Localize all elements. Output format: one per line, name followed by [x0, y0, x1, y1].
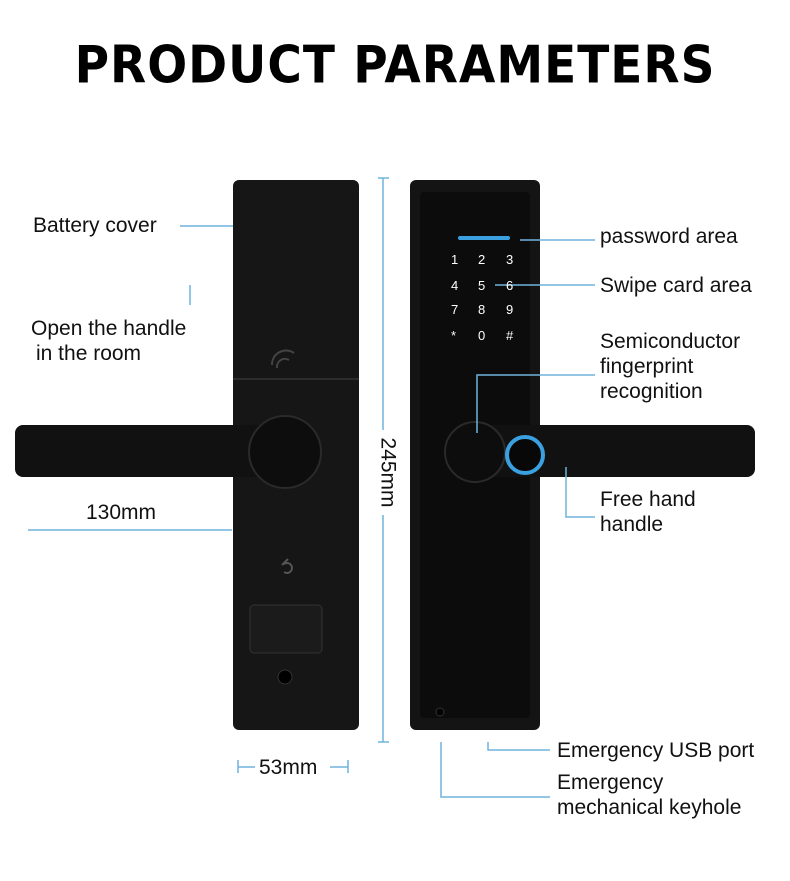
- label-free-hand-1: Free hand: [600, 488, 696, 511]
- back-rose: [248, 415, 322, 489]
- label-usb: Emergency USB port: [557, 739, 755, 762]
- label-battery-cover: Battery cover: [33, 214, 157, 237]
- key: 2: [478, 252, 486, 267]
- wifi-icon: [270, 349, 295, 369]
- label-height: 245mm: [376, 437, 400, 508]
- label-open-handle-1: Open the handle: [31, 317, 187, 340]
- key: 7: [451, 302, 459, 317]
- label-keyhole-2: mechanical keyhole: [557, 796, 742, 819]
- key: 5: [478, 278, 486, 293]
- label-fingerprint-3: recognition: [600, 380, 703, 403]
- label-handle-length: 130mm: [86, 501, 157, 524]
- back-handle: [15, 425, 305, 477]
- label-open-handle-2: in the room: [36, 342, 142, 365]
- key: *: [451, 328, 457, 343]
- fingerprint-sensor-icon: [505, 435, 545, 475]
- password-indicator: [458, 236, 510, 240]
- key: 4: [451, 278, 459, 293]
- label-keyhole-1: Emergency: [557, 771, 664, 794]
- front-rose: [444, 421, 506, 483]
- battery-slot: [249, 604, 323, 654]
- label-fingerprint-1: Semiconductor: [600, 330, 741, 353]
- key: 9: [506, 302, 514, 317]
- label-swipe-card: Swipe card area: [600, 274, 752, 297]
- key: 6: [506, 278, 514, 293]
- label-fingerprint-2: fingerprint: [600, 355, 694, 378]
- key: 8: [478, 302, 486, 317]
- label-free-hand-2: handle: [600, 513, 664, 536]
- key: 1: [451, 252, 459, 267]
- page-title: PRODUCT PARAMETERS: [74, 35, 716, 96]
- label-plate-width: 53mm: [259, 756, 318, 779]
- key: #: [506, 328, 514, 343]
- label-password-area: password area: [600, 225, 738, 248]
- key: 0: [478, 328, 486, 343]
- key: 3: [506, 252, 514, 267]
